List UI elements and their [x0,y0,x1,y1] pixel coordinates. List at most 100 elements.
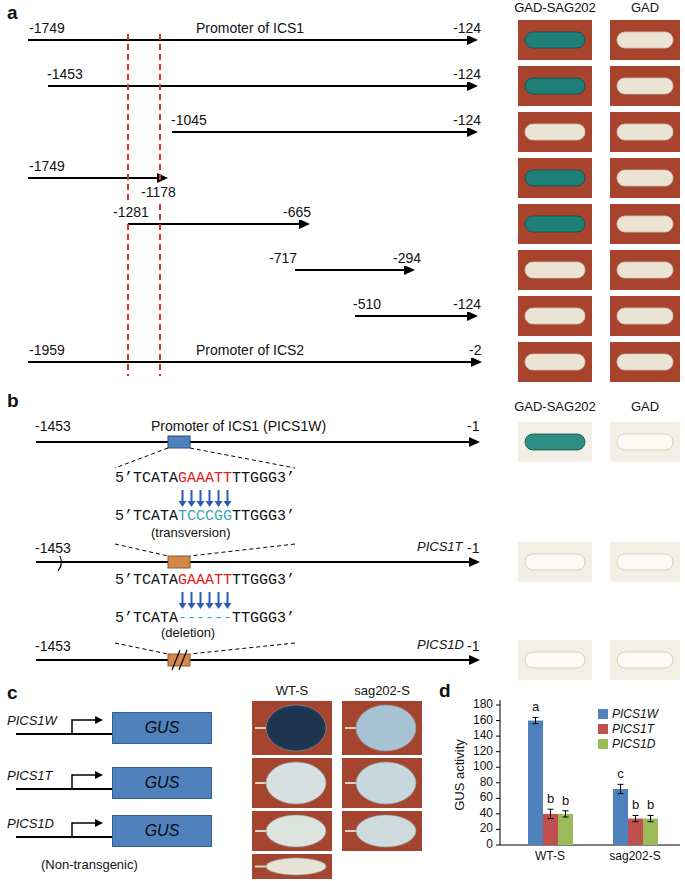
axis-tick [496,751,500,752]
tick-label: 120 [472,745,494,759]
arrow-head [469,437,480,447]
illustration [16,20,680,879]
panel-letter: c [6,682,19,704]
mutation-note: (deletion) [160,626,216,641]
error-cap [633,815,639,816]
yeast-patch [518,204,592,244]
position-label: -294 [392,250,422,266]
construct-label: PICS1D [6,817,55,832]
mutation-arrow [191,490,193,502]
tick-label: 60 [479,791,494,805]
yeast-streak [617,652,673,668]
error-bar [535,717,536,723]
promoter-line [16,836,112,838]
leaf [266,705,326,751]
axis-tick [496,829,500,830]
legend-swatch [598,739,608,749]
yeast-patch [610,66,680,106]
position-label: -124 [452,20,482,36]
tick-label: 180 [472,698,494,712]
axis-tick [496,736,500,737]
category-label: sag202-S [608,850,661,864]
arrow-head [469,557,480,567]
error-cap [648,821,654,822]
yeast-patch [518,250,592,290]
gene-name: GUS [145,822,180,840]
bar [643,819,658,845]
error-cap [533,717,539,718]
promoter-arrow [36,659,471,661]
error-cap [633,821,639,822]
legend-text: PICS1W [612,707,658,721]
promoter-line [16,788,112,790]
tick-label: 40 [479,807,494,821]
yeast-patch [610,250,680,290]
mutant-site-box [168,654,190,666]
promoter-line [16,733,112,735]
yeast-patch [518,158,592,198]
yeast-streak [617,78,673,94]
legend-swatch [598,709,608,719]
axis-tick [496,798,500,799]
arrow-head [197,501,205,507]
yeast-patch [610,20,680,60]
yeast-streak [525,32,585,48]
significance-letter: b [561,794,570,809]
panel-letter: b [6,390,20,412]
promoter-arrow [295,269,406,271]
deletion-slash [172,650,180,670]
error-bar [650,815,651,821]
yeast-patch [518,66,592,106]
yeast-streak [525,216,585,232]
zoom-dash [190,544,295,556]
yeast-streak [617,262,673,278]
yeast-patch [518,112,592,152]
leaf [266,858,326,875]
legend-text: PICS1T [612,722,654,736]
leaf-photo [342,701,422,755]
boundary-dash [159,34,161,376]
mutation-arrow [218,592,220,604]
yeast-patch [610,542,680,582]
position-label: -1749 [28,20,66,36]
arrow-head [95,771,103,779]
arrow-head [179,603,187,609]
position-label: -124 [452,296,482,312]
mutation-arrow [209,490,211,502]
sequence-text: TCCCGG [178,508,232,525]
error-cap [548,809,554,810]
promoter-arrow [355,315,469,317]
arrow-head [197,603,205,609]
column-header: GAD-SAG202 [513,1,597,16]
transcription-start [72,720,96,734]
tick-label: 80 [479,776,494,790]
arrow-head [224,501,232,507]
sequence-text: TTGGG3’ [232,572,295,589]
bar [543,814,558,845]
position-label: -717 [268,250,298,266]
promoter-arrow [36,441,471,443]
arrow-head [404,265,415,275]
sequence-text: 5’TCATA [115,572,178,589]
yeast-streak [525,124,585,140]
position-label: -1453 [34,418,72,434]
zoom-dash [115,643,168,654]
arrow-head [157,173,168,183]
bar [613,789,628,845]
position-label: -2 [468,342,482,358]
promoter-arrow [36,561,471,563]
mutation-arrow [218,490,220,502]
error-bar [635,815,636,821]
zoom-dash [190,448,295,468]
sequence-text: TTGGG3’ [232,508,295,525]
significance-letter: c [616,767,625,782]
bar [528,721,543,845]
construct-label: PICS1T [6,769,54,784]
error-cap [548,818,554,819]
error-cap [618,793,624,794]
yeast-streak [617,170,673,186]
sequence-text: GAAATT [178,572,232,589]
promoter-arrow [28,361,473,363]
yeast-patch [610,296,680,336]
